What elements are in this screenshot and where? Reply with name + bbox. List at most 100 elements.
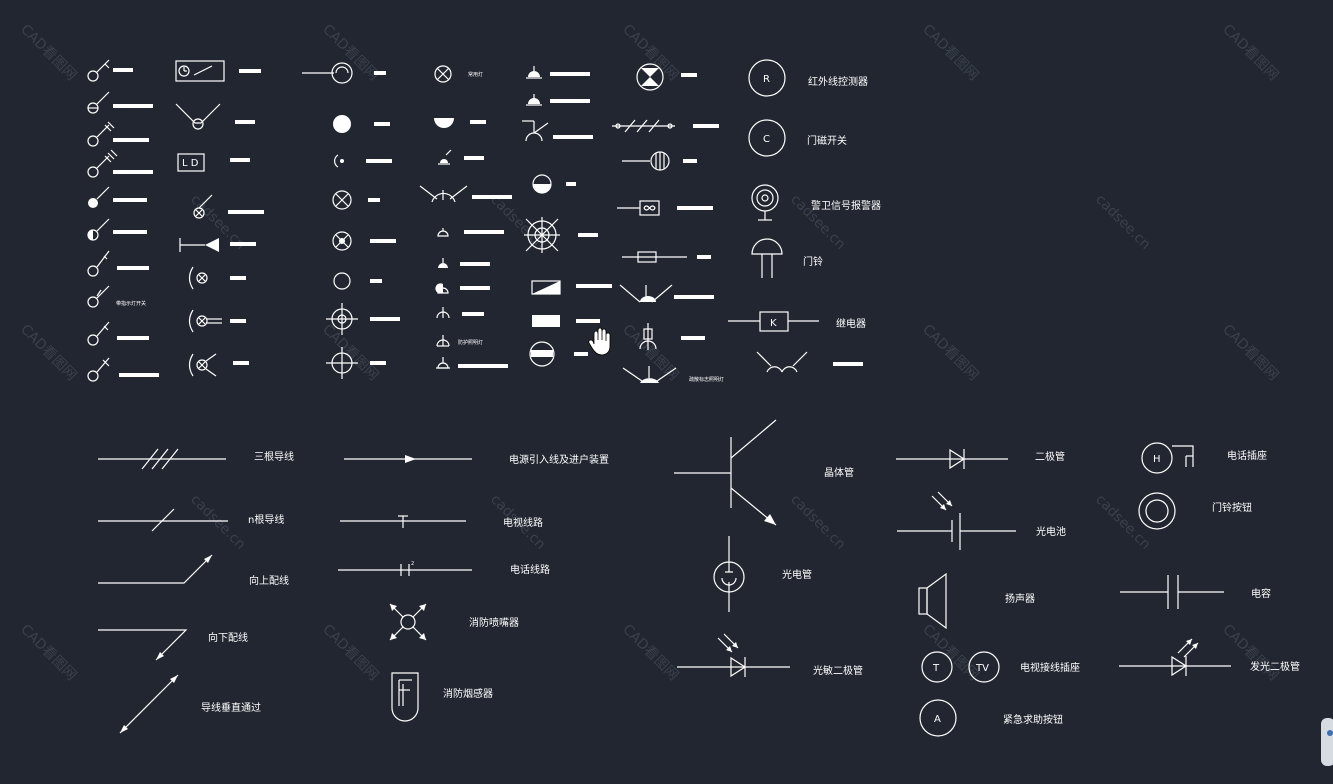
diagonal-box-symbol: [531, 280, 612, 295]
multi-switch-symbol: [612, 119, 719, 133]
phototube-symbol: 光电管: [713, 536, 812, 612]
fuse-symbol: [622, 251, 711, 263]
n-wire-symbol: n根导线: [98, 508, 284, 532]
photocell-label: 光电池: [1036, 525, 1066, 538]
watermark: CAD看图网: [17, 22, 79, 84]
pendant-symbol: [436, 307, 484, 319]
tiny-label: 防护照明灯: [458, 339, 483, 346]
filled-box-symbol: [532, 315, 600, 327]
fire-sprinkler-label: 消防喷嘴器: [469, 616, 519, 629]
diode-label: 二极管: [1035, 450, 1065, 463]
watermark: cadsee.cn: [1092, 492, 1153, 553]
tiny-label: 疏散标志照明灯: [689, 376, 724, 383]
switch-symbol: [87, 321, 149, 346]
switch-symbol: [87, 250, 149, 277]
plug-symbol: [639, 323, 705, 350]
switch-symbol: [87, 59, 133, 82]
alarm-symbol: 警卫信号报警器: [751, 184, 881, 221]
pendant-symbol: [436, 357, 508, 369]
doorbell-label: 门铃: [803, 255, 823, 268]
lamp-symbol: [332, 190, 380, 210]
up-wiring-symbol: 向上配线: [98, 554, 289, 587]
watermark: cadsee.cn: [487, 192, 548, 253]
tv-line-label: 电视线路: [503, 516, 543, 529]
tv-tv-letter: TV: [975, 663, 989, 674]
doorbell-symbol: 门铃: [751, 238, 823, 278]
watermark: CAD看图网: [1219, 622, 1281, 684]
up-wiring-label: 向上配线: [249, 574, 289, 587]
infinity-box-symbol: [617, 200, 713, 216]
watermark: CAD看图网: [319, 322, 381, 384]
diode-symbol: 二极管: [896, 448, 1065, 470]
switch-symbol: [87, 91, 153, 114]
sensor-symbol: [522, 120, 593, 142]
door-letter: C: [763, 134, 770, 145]
smoke-detector-symbol: 消防烟感器: [391, 672, 493, 722]
watermark: CAD看图网: [319, 22, 381, 84]
infrared-letter: R: [763, 74, 770, 85]
infrared-detector-symbol: R 红外线控测器: [748, 59, 868, 97]
led-label: 发光二极管: [1250, 660, 1300, 673]
door-switch-label: 门磁开关: [807, 134, 847, 147]
ld-box-symbol: L D: [177, 153, 250, 172]
switch-symbol: [87, 357, 159, 382]
vertical-pass-symbol: 导线垂直通过: [119, 674, 261, 734]
control-column: L D: [175, 60, 264, 377]
watermark: cadsee.cn: [787, 492, 848, 553]
pendant-symbol: [437, 228, 504, 237]
power-entry-symbol: 电源引入线及进户装置: [344, 453, 609, 466]
lamp-symbol: [333, 115, 390, 133]
switch-column: 带指示灯开关: [87, 59, 159, 382]
infrared-detector-label: 红外线控测器: [808, 75, 868, 88]
down-wiring-symbol: 向下配线: [98, 629, 248, 661]
three-wire-symbol: 三根导线: [98, 448, 294, 470]
ld-text: L D: [182, 158, 199, 169]
lamp-symbol: [334, 154, 392, 168]
smoke-detector-label: 消防烟感器: [443, 687, 493, 700]
door-switch-symbol: C 门磁开关: [748, 119, 847, 157]
doorbell-button-symbol: 门铃按钮: [1138, 492, 1252, 530]
phone-socket-letter: H: [1153, 454, 1161, 465]
bracket-cross-split-symbol: [188, 353, 249, 377]
switch-symbol: [88, 186, 147, 208]
bracket-cross-arrow-symbol: [188, 309, 246, 333]
n-wires-label: n根导线: [248, 513, 284, 526]
vertical-pass-label: 导线垂直通过: [201, 701, 261, 714]
navigation-widget[interactable]: [1321, 718, 1333, 766]
fan-symbol: [622, 151, 697, 171]
watermark: CAD看图网: [17, 322, 79, 384]
watermark-layer: CAD看图网 CAD看图网 CAD看图网 CAD看图网 CAD看图网 cadse…: [17, 22, 1281, 684]
common-light-symbol: 常用灯: [434, 65, 483, 83]
watermark: CAD看图网: [619, 622, 681, 684]
three-wires-label: 三根导线: [254, 450, 294, 463]
watermark: CAD看图网: [17, 622, 79, 684]
phone-socket-label: 电话插座: [1227, 449, 1267, 462]
device-column: 疏散标志照明灯: [612, 63, 724, 383]
switch-symbol: [87, 218, 147, 241]
phone-socket-symbol: H 电话插座: [1141, 442, 1267, 474]
hand-cursor-icon[interactable]: [588, 327, 611, 356]
lamp-symbol: [326, 303, 400, 335]
tv-line-symbol: 电视线路: [340, 515, 543, 529]
lamp-column: [302, 62, 400, 379]
evac-light-symbol: 疏散标志照明灯: [622, 366, 724, 383]
speaker-label: 扬声器: [1005, 592, 1035, 605]
fixture-column: [522, 66, 612, 367]
led-symbol: 发光二极管: [1119, 638, 1300, 677]
pendant-symbol: [435, 283, 490, 294]
transistor-label: 晶体管: [824, 466, 854, 479]
alarm-label: 警卫信号报警器: [811, 199, 881, 212]
tv-socket-label: 电视接线插座: [1020, 661, 1080, 674]
lamp-symbol: [333, 272, 382, 290]
watermark: CAD看图网: [319, 622, 381, 684]
phototube-label: 光电管: [782, 568, 812, 581]
bracket-cross-symbol: [188, 266, 246, 290]
v-switch-symbol: [175, 103, 255, 130]
